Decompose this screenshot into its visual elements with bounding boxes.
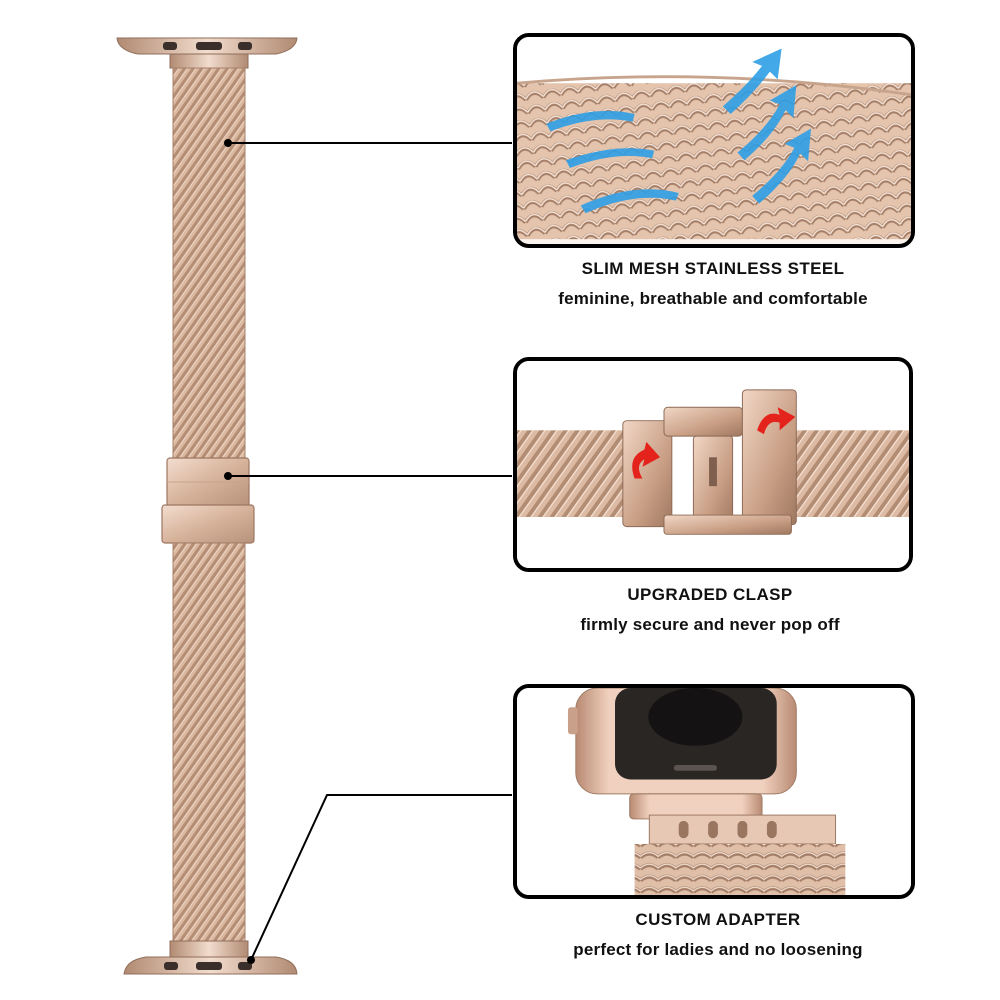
- callout-dot-clasp: [224, 472, 232, 480]
- adapter-connector-icon: [629, 793, 837, 845]
- caption-adapter: CUSTOM ADAPTER perfect for ladies and no…: [508, 910, 928, 960]
- adapter-mesh: [634, 843, 846, 895]
- airflow-arrows-icon: [546, 48, 812, 214]
- lower-mesh-strap: [172, 542, 246, 942]
- caption-clasp: UPGRADED CLASP firmly secure and never p…: [500, 585, 920, 635]
- caption-clasp-subtitle: firmly secure and never pop off: [580, 615, 840, 634]
- band-clasp: [161, 457, 255, 544]
- clasp-closeup-panel: [513, 357, 913, 572]
- watch-case-icon: [567, 688, 797, 795]
- callout-dot-mesh: [224, 139, 232, 147]
- red-rotate-arrow-icon: [632, 407, 796, 479]
- caption-adapter-subtitle: perfect for ladies and no loosening: [573, 940, 863, 959]
- caption-clasp-title: UPGRADED CLASP: [627, 585, 793, 604]
- caption-adapter-title: CUSTOM ADAPTER: [635, 910, 801, 929]
- callout-lines: [228, 142, 512, 961]
- bottom-adapter: [123, 940, 298, 975]
- caption-mesh-subtitle: feminine, breathable and comfortable: [558, 289, 868, 308]
- mesh-closeup-panel: [513, 33, 915, 248]
- callout-adapter: [250, 794, 512, 961]
- buckle-icon: [622, 389, 797, 535]
- caption-mesh-title: SLIM MESH STAINLESS STEEL: [581, 259, 845, 278]
- top-adapter: [116, 37, 298, 69]
- adapter-closeup-panel: [513, 684, 915, 899]
- callout-dot-adapter: [247, 956, 255, 964]
- caption-mesh: SLIM MESH STAINLESS STEEL feminine, brea…: [503, 259, 923, 309]
- upper-mesh-strap: [172, 67, 246, 459]
